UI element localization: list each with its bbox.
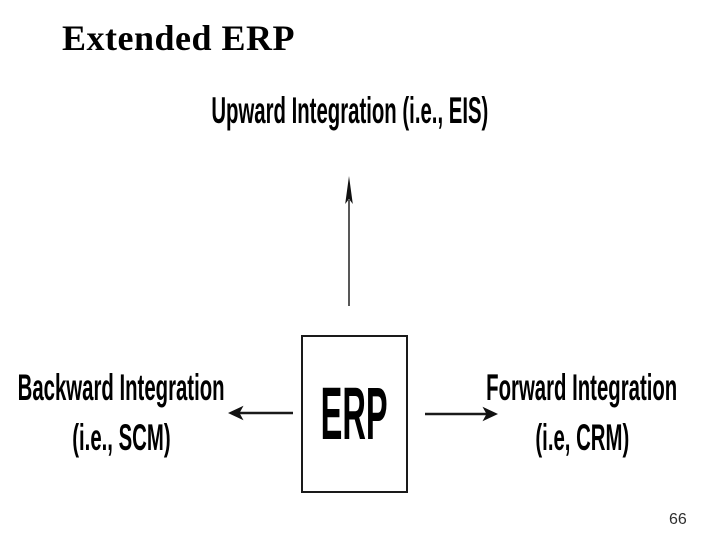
backward-integration-text-line2: (i.e., SCM) (71, 417, 171, 458)
backward-arrow-icon (228, 405, 293, 421)
backward-integration-text-line1: Backward Integration (17, 367, 225, 408)
forward-integration-text-line2: (i.e, CRM) (535, 417, 629, 458)
upward-integration-text: Upward Integration (i.e., EIS) (211, 90, 489, 131)
slide-title: Extended ERP (62, 18, 296, 58)
erp-box: ERP (301, 335, 408, 493)
erp-box-label: ERP (321, 372, 388, 455)
upward-arrow-icon (345, 176, 353, 306)
page-number: 66 (669, 511, 687, 528)
forward-integration-text-line1: Forward Integration (486, 367, 678, 408)
